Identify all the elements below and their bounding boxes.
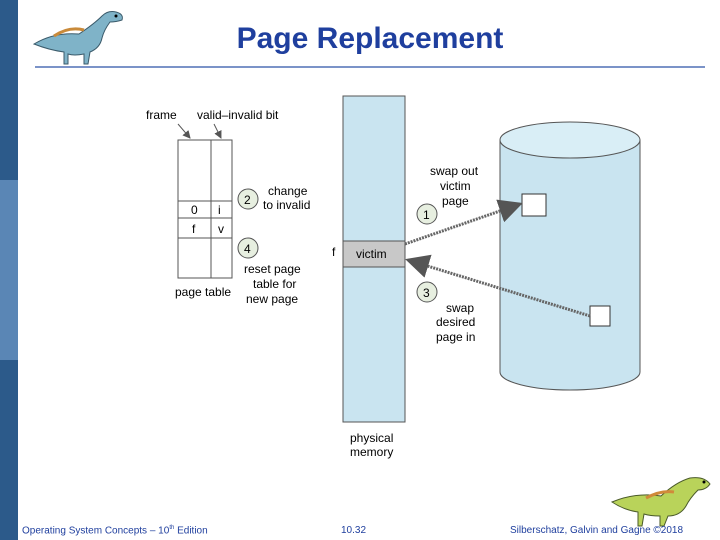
physical-memory-label: physical (350, 431, 393, 445)
step-1-text: swap out (430, 164, 479, 178)
backing-store-disk (499, 121, 641, 391)
victim-frame (342, 240, 406, 268)
step-4-text: reset page (244, 262, 301, 276)
disk-victim-slot (521, 193, 547, 217)
sidebar-block (0, 180, 18, 360)
disk-desired-slot (589, 305, 611, 327)
page-table-cell: i (218, 203, 221, 217)
step-4-number: 4 (244, 242, 251, 256)
footer-course-sup: th (169, 525, 175, 531)
step-1-number: 1 (423, 208, 430, 222)
victim-label: victim (356, 247, 387, 261)
footer-course-end: Edition (174, 525, 208, 537)
footer-course: Operating System Concepts – 10th Edition (22, 525, 208, 536)
footer-copyright: Silberschatz, Galvin and Gagne ©2018 (510, 525, 684, 536)
page-table-cell: f (192, 222, 196, 236)
step-3-text: swap (446, 301, 474, 315)
step-1-text: victim (440, 179, 471, 193)
sidebar-block (0, 360, 18, 540)
physical-memory-label-2: memory (350, 445, 393, 459)
title-divider (35, 66, 705, 68)
sidebar-block (0, 0, 18, 180)
step-1-circle (416, 203, 438, 225)
step-4-text: new page (246, 292, 298, 306)
step-4-text: table for (253, 277, 296, 291)
page-table-cell: 0 (191, 203, 198, 217)
step-3-number: 3 (423, 286, 430, 300)
footer-course-text: Operating System Concepts – 10 (22, 525, 170, 537)
footer-page-number: 10.32 (341, 525, 367, 536)
step-3-text: desired (436, 315, 475, 329)
swap-in-arrow (405, 254, 591, 318)
step-2-text: to invalid (263, 198, 310, 212)
step-3-text: page in (436, 330, 475, 344)
frame-pointer-arrow (177, 123, 191, 139)
step-2-text: change (268, 184, 308, 198)
dinosaur-mascot-bottom (610, 477, 711, 527)
step-4-circle (237, 237, 259, 259)
swap-out-arrow (404, 199, 523, 246)
page-table-label: page table (175, 285, 231, 299)
left-sidebar-bar (0, 0, 18, 540)
dinosaur-mascot-top (32, 11, 123, 65)
page-table-cell: v (218, 222, 224, 236)
step-3-circle (416, 281, 438, 303)
page-table (177, 139, 233, 279)
frame-column-label: frame (146, 108, 177, 122)
valid-invalid-label: valid–invalid bit (197, 108, 279, 122)
step-1-text: page (442, 194, 469, 208)
valid-bit-pointer-arrow (213, 123, 222, 139)
frame-f-label: f (332, 245, 336, 259)
step-2-number: 2 (244, 193, 251, 207)
slide-title: Page Replacement (236, 22, 504, 55)
step-2-circle (237, 188, 259, 210)
